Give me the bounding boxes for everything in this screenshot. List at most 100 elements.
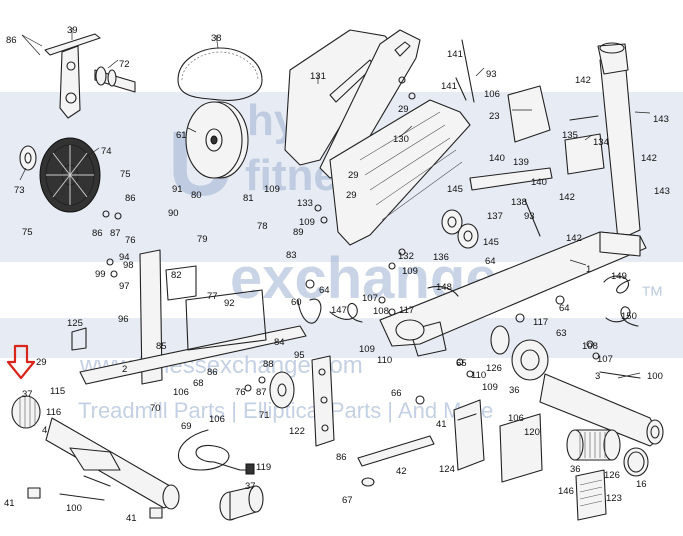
part-drive-belt [177, 34, 263, 101]
part-number-label: 107 [597, 354, 613, 365]
part-number-label: 108 [582, 341, 598, 352]
part-number-label: 3 [595, 371, 600, 382]
part-number-label: 135 [562, 130, 578, 141]
part-number-label: 16 [636, 479, 647, 490]
part-number-label: 87 [110, 228, 121, 239]
part-number-label: 116 [46, 407, 61, 418]
part-wire-harness [297, 275, 639, 327]
part-number-label: 95 [294, 350, 305, 361]
part-number-label: 100 [66, 503, 82, 514]
part-number-label: 117 [533, 317, 548, 328]
part-number-label: 94 [119, 252, 130, 263]
part-number-label: 85 [156, 341, 167, 352]
part-number-label: 132 [398, 251, 414, 262]
part-number-label: 2 [122, 364, 127, 375]
part-number-label: 145 [483, 237, 499, 248]
part-fasteners [59, 76, 641, 501]
part-number-label: 41 [436, 419, 447, 430]
part-base-rail [357, 435, 435, 487]
part-number-label: 60 [291, 297, 302, 308]
part-disc [269, 371, 295, 409]
part-rail [329, 99, 471, 246]
part-end-caps [490, 325, 649, 477]
part-rear-stabilizer [539, 372, 664, 447]
part-number-label: 109 [482, 382, 498, 393]
part-number-label: 29 [36, 357, 47, 368]
part-number-label: 93 [524, 211, 535, 222]
part-number-label: 106 [484, 89, 500, 100]
part-number-label: 110 [471, 370, 486, 381]
part-number-label: 72 [119, 59, 130, 70]
part-number-label: 131 [310, 71, 326, 82]
part-number-label: 106 [209, 414, 225, 425]
part-number-label: 41 [4, 498, 15, 509]
part-number-label: 136 [433, 252, 449, 263]
part-number-label: 29 [398, 104, 409, 115]
part-center-bracket [311, 355, 335, 447]
part-number-label: 119 [256, 462, 271, 473]
part-number-label: 138 [511, 197, 527, 208]
part-number-label: 67 [342, 495, 353, 506]
part-number-label: 79 [197, 234, 208, 245]
part-number-label: 29 [348, 170, 359, 181]
part-number-label: 39 [67, 25, 78, 36]
part-control-box [453, 399, 607, 521]
part-number-label: 87 [256, 387, 267, 398]
part-number-label: 99 [95, 269, 106, 280]
part-number-label: 142 [641, 153, 657, 164]
part-number-label: 142 [566, 233, 582, 244]
part-number-label: 147 [331, 305, 347, 316]
part-number-label: 88 [263, 359, 274, 370]
part-number-label: 126 [486, 363, 502, 374]
part-number-label: 124 [439, 464, 455, 475]
part-number-label: 115 [50, 386, 65, 397]
part-number-label: 71 [259, 410, 270, 421]
part-number-label: 150 [621, 311, 637, 322]
part-number-label: 109 [359, 344, 375, 355]
part-number-label: 4 [42, 425, 47, 436]
part-power-cord [177, 429, 264, 521]
part-number-label: 89 [293, 227, 304, 238]
callout-labels: 8639723813114193141106142232914313513474… [4, 25, 670, 524]
part-number-label: 23 [489, 111, 500, 122]
part-number-label: 83 [286, 250, 297, 261]
part-number-label: 109 [402, 266, 418, 277]
part-number-label: 70 [150, 403, 161, 414]
part-number-label: 66 [391, 388, 402, 399]
part-number-label: 76 [235, 387, 246, 398]
part-number-label: 80 [191, 190, 202, 201]
part-number-label: 126 [604, 470, 620, 481]
part-number-label: 123 [606, 493, 622, 504]
part-number-label: 141 [447, 49, 463, 60]
part-number-label: 137 [487, 211, 503, 222]
part-number-label: 134 [593, 137, 609, 148]
part-pulley [185, 101, 249, 179]
part-number-label: 75 [22, 227, 33, 238]
part-number-label: 110 [377, 355, 392, 366]
part-number-label: 36 [509, 385, 520, 396]
part-number-label: 41 [126, 513, 137, 524]
part-group-bracket-axle [21, 28, 136, 119]
part-number-label: 73 [14, 185, 25, 196]
part-upper-cover [284, 29, 421, 179]
part-number-label: 29 [346, 190, 357, 201]
part-number-label: 122 [289, 426, 305, 437]
part-number-label: 109 [299, 217, 315, 228]
part-number-label: 140 [531, 177, 547, 188]
part-arm-rollers [441, 167, 553, 249]
part-number-label: 38 [211, 33, 222, 44]
part-number-label: 61 [176, 130, 187, 141]
part-number-label: 143 [653, 114, 669, 125]
part-number-label: 142 [559, 192, 575, 203]
part-number-label: 36 [570, 464, 581, 475]
part-number-label: 117 [399, 305, 414, 316]
part-number-label: 96 [118, 314, 129, 325]
part-number-label: 37 [22, 389, 33, 400]
part-number-label: 100 [647, 371, 663, 382]
part-number-label: 146 [558, 486, 574, 497]
part-number-label: 86 [92, 228, 103, 239]
part-number-label: 97 [119, 281, 130, 292]
part-number-label: 133 [297, 198, 313, 209]
part-number-label: 106 [508, 413, 524, 424]
